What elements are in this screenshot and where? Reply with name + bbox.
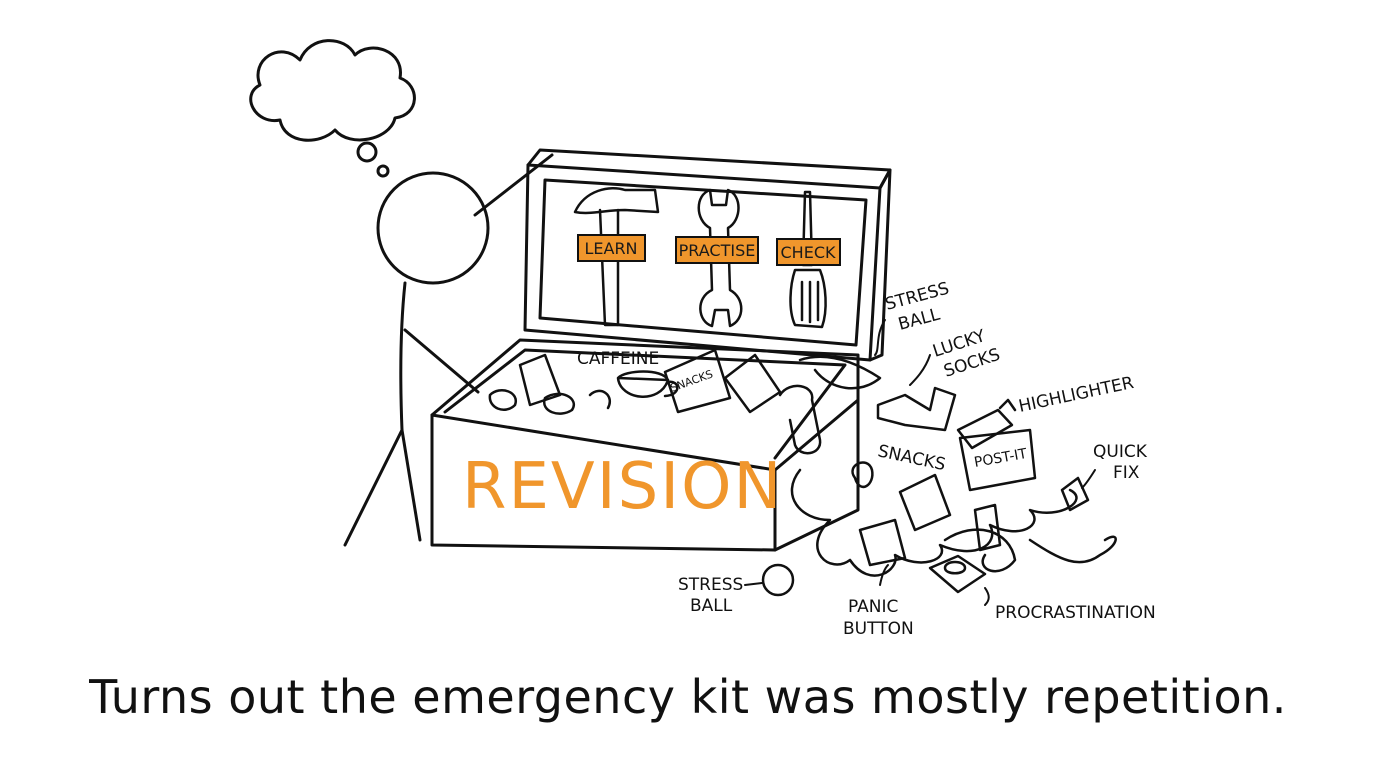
stress-ball-icon [761,563,795,597]
right-leg [400,428,422,542]
quick-fix-icon [1060,476,1090,512]
box-contents [488,348,882,455]
thought-bubble [249,39,416,142]
label-stress-ball-bottom-2: BALL [690,596,733,616]
spill-scribble-icon [790,468,1117,577]
tag-check: CHECK [776,238,841,266]
toolbox-body [430,338,860,552]
tag-practise: PRACTISE [675,236,759,264]
spilled-items [790,386,1117,577]
label-panic-button-2: BUTTON [843,619,914,639]
tag-check-text: CHECK [781,243,836,262]
wrench-icon [697,188,743,328]
label-snacks-packet: SNACKS [669,367,715,394]
box-sock-icon [778,384,822,455]
snack-bag-icon [518,353,562,407]
thought-dot-small [376,164,390,178]
leader-lines [744,319,1096,606]
panic-button-icon [928,554,987,594]
toolbox-lid [523,148,892,362]
post-it-icon [958,428,1037,492]
lower-arm [403,328,480,394]
label-panic-button-1: PANIC [848,597,898,617]
tag-learn-text: LEARN [584,239,637,258]
caption: Turns out the emergency kit was mostly r… [89,670,1287,724]
tag-practise-text: PRACTISE [679,241,756,260]
hammer-icon [573,186,660,327]
label-caffeine: CAFFEINE [577,349,659,369]
tube-icon [973,503,1002,552]
snack-packet-pile-icon [858,518,907,567]
label-stress-ball-bottom-1: STRESS [678,575,743,595]
raised-arm [473,153,554,217]
pile-loop-icon [851,461,874,489]
label-procrastination: PROCRASTINATION [995,603,1156,623]
box-label: REVISION [462,450,783,524]
paper-sheet-icon [723,353,782,414]
snack-packet-icon [663,348,732,414]
label-highlighter: HIGHLIGHTER [1017,373,1136,417]
label-quick-fix-2: FIX [1113,463,1140,483]
body [399,281,407,432]
crumpled-paper-icon [488,389,611,415]
highlighter-icon [956,398,1017,450]
label-post-it: POST-IT [973,446,1029,471]
thought-dot-large [356,141,378,163]
tag-learn: LEARN [577,234,646,262]
label-snacks: SNACKS [876,441,947,475]
head [376,171,490,285]
box-scribble-icon [798,355,882,390]
snack-bag-pile-icon [898,473,952,532]
label-quick-fix-1: QUICK [1093,442,1148,462]
left-leg [343,428,404,547]
lucky-socks-icon [876,386,957,432]
